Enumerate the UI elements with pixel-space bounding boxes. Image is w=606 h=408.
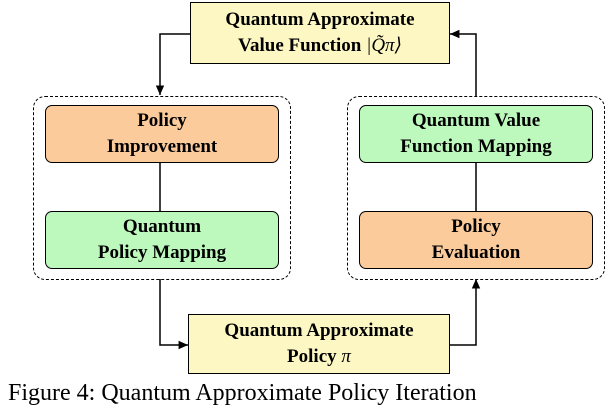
- policy-improvement-group: [33, 96, 291, 280]
- quantum-policy-mapping-box: Quantum Policy Mapping: [45, 211, 279, 269]
- value-function-math: |Q̃π⟩: [366, 35, 402, 56]
- policy-evaluation-line1: Policy: [451, 216, 501, 237]
- quantum-value-function-mapping-box: Quantum Value Function Mapping: [359, 105, 593, 163]
- policy-evaluation-box: Policy Evaluation: [359, 211, 593, 269]
- policy-improvement-line1: Policy: [137, 110, 187, 131]
- policy-evaluation-group: [347, 96, 605, 280]
- value-box-line1: Quantum Approximate: [225, 9, 415, 30]
- value-box-line2-text: Value Function: [238, 35, 367, 56]
- arrow-mapping-to-policy: [159, 279, 188, 350]
- policy-improvement-box: Policy Improvement: [45, 105, 279, 163]
- policy-box-line2-text: Policy: [287, 346, 342, 367]
- arrow-value-to-improvement: [155, 33, 190, 95]
- policy-improvement-line2: Improvement: [106, 136, 218, 157]
- policy-box-line2: Policy π: [287, 344, 351, 370]
- policy-evaluation-line2: Evaluation: [431, 242, 521, 263]
- quantum-policy-mapping-line1: Quantum: [122, 216, 202, 237]
- quantum-approximate-policy-box: Quantum Approximate Policy π: [188, 314, 450, 374]
- arrow-evaluation-to-value: [450, 29, 477, 97]
- figure-caption: Figure 4: Quantum Approximate Policy Ite…: [8, 380, 477, 406]
- arrow-policy-to-evaluation: [450, 279, 481, 346]
- quantum-approximate-value-function-box: Quantum Approximate Value Function |Q̃π⟩: [190, 2, 450, 64]
- policy-math: π: [341, 346, 351, 367]
- quantum-policy-mapping-line2: Policy Mapping: [97, 242, 227, 263]
- policy-box-line1: Quantum Approximate: [224, 320, 414, 341]
- quantum-value-mapping-line2: Function Mapping: [400, 136, 552, 157]
- quantum-value-mapping-line1: Quantum Value: [411, 110, 541, 131]
- value-box-line2: Value Function |Q̃π⟩: [238, 33, 402, 59]
